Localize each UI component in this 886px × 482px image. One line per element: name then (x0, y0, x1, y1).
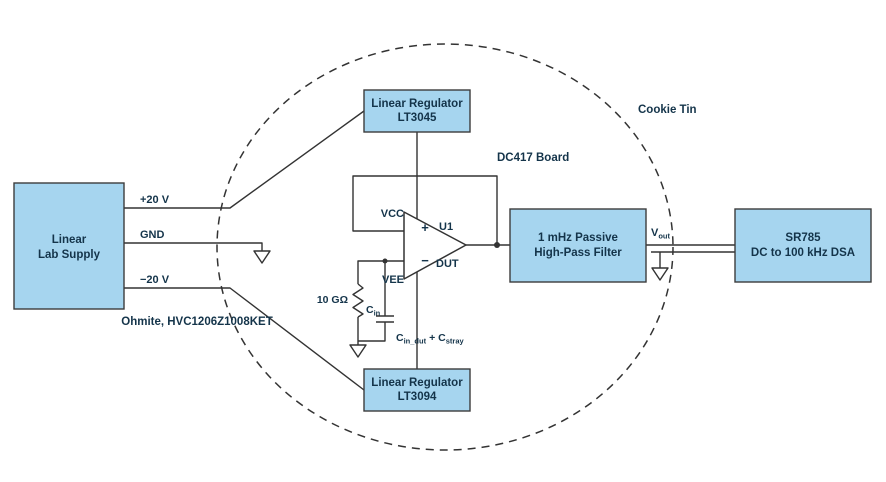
opamp-symbol (403, 211, 467, 280)
sr785-label-line2: DC to 100 kHz DSA (751, 247, 855, 259)
vout-label: Vout (651, 227, 671, 241)
cap-note-p2: + C (429, 332, 446, 344)
wire-cap-bottom-lead (358, 322, 386, 342)
ground-icon-input-network (349, 344, 367, 358)
sr785-label-line1: SR785 (785, 232, 821, 244)
opamp-plus-input-marker: + (421, 220, 429, 235)
box-sr785-dsa: SR785 DC to 100 kHz DSA (734, 208, 872, 283)
opamp-vcc-label: VCC (381, 208, 404, 220)
cap-note-label: Cin_dut+ Cstray (396, 332, 464, 346)
ground-symbols (253, 250, 669, 358)
opamp-vee-label: VEE (382, 274, 404, 286)
node-output-feedback (494, 242, 500, 248)
lt3094-rect (363, 368, 471, 412)
lab-supply-label-line1: Linear (52, 234, 87, 246)
capacitor-icon (376, 315, 394, 323)
filter-label-line2: High-Pass Filter (534, 247, 622, 259)
wire-plus20 (124, 110, 365, 209)
lt3045-label-line1: Linear Regulator (371, 98, 463, 110)
opamp-minus-input-marker: − (421, 253, 429, 268)
lt3094-label-line2: LT3094 (398, 391, 437, 403)
node-input-network (382, 258, 388, 264)
filter-label-line1: 1 mHz Passive (538, 232, 618, 244)
cap-note-p1: C (396, 332, 404, 344)
cookie-tin-boundary (216, 43, 674, 451)
rail-label-minus20: −20 V (140, 274, 170, 286)
ground-icon-supply (253, 250, 271, 264)
box-regulator-lt3094: Linear Regulator LT3094 (363, 368, 471, 412)
rail-label-gnd: GND (140, 229, 165, 241)
sr785-rect (734, 208, 872, 283)
rail-label-plus20: +20 V (140, 194, 170, 206)
wire-feedback-loop (352, 175, 498, 245)
lt3094-label-line1: Linear Regulator (371, 377, 463, 389)
cap-note-s1: in_dut (404, 337, 427, 346)
wire-minus20 (124, 287, 365, 391)
wires (124, 110, 735, 391)
resistor-value-label: 10 GΩ (317, 294, 348, 306)
cin-label-main: C (366, 304, 374, 316)
wire-gnd (124, 242, 263, 251)
cin-label-sub: in (374, 309, 381, 318)
dc417-board-label: DC417 Board (497, 152, 569, 164)
opamp-designator-label: U1 (439, 221, 453, 233)
opamp-dut-label: DUT (436, 258, 459, 270)
lab-supply-rect (13, 182, 125, 310)
box-lab-supply: Linear Lab Supply (13, 182, 125, 310)
lt3045-rect (363, 89, 471, 133)
box-highpass-filter: 1 mHz Passive High-Pass Filter (509, 208, 647, 283)
lab-supply-label-line2: Lab Supply (38, 249, 101, 261)
vout-label-sub: out (658, 232, 670, 241)
cap-note-s2: stray (446, 337, 465, 346)
lt3045-label-line2: LT3045 (398, 112, 437, 124)
ground-icon-vout (651, 267, 669, 281)
wire-noninv-input (357, 260, 404, 284)
cin-label: Cin (366, 304, 381, 318)
filter-rect (509, 208, 647, 283)
cookie-tin-label: Cookie Tin (638, 104, 697, 116)
box-regulator-lt3045: Linear Regulator LT3045 (363, 89, 471, 133)
vout-label-main: V (651, 227, 659, 239)
ohmite-part-label: Ohmite, HVC1206Z1008KET (121, 316, 272, 328)
resistor-icon (352, 283, 364, 318)
